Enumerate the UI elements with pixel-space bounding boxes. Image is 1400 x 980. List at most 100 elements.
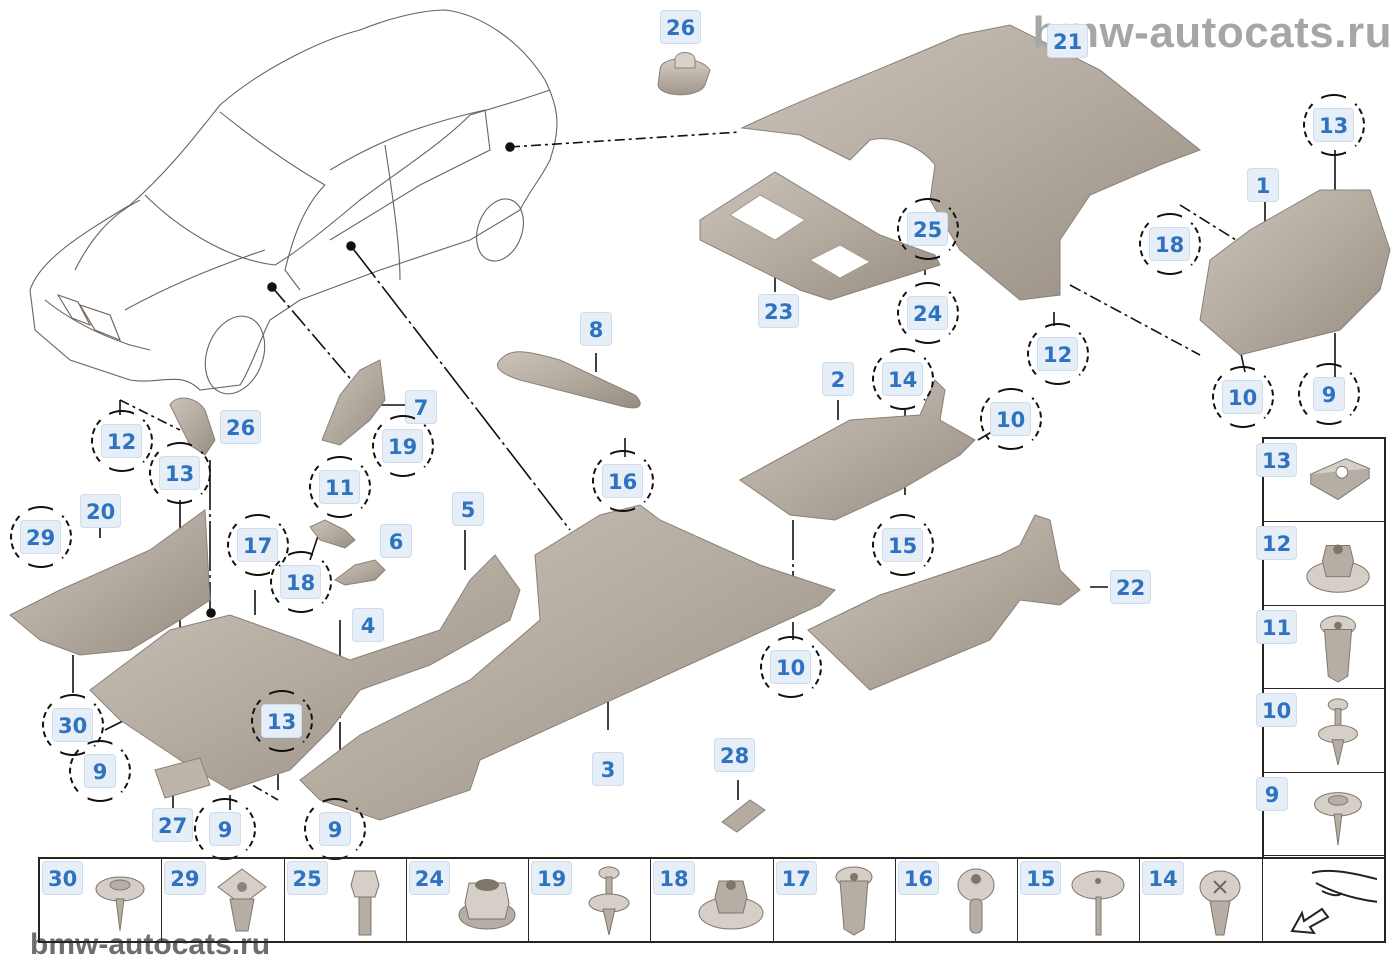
callout-24[interactable]: 24	[896, 282, 959, 344]
callout-29[interactable]: 29	[9, 506, 72, 568]
callout-18a[interactable]: 18	[269, 551, 332, 613]
car-hood-crease	[74, 199, 141, 271]
fastener-label: 10	[1256, 693, 1298, 728]
callout-10b[interactable]: 10	[759, 636, 822, 698]
callout-13c[interactable]: 13	[1302, 94, 1365, 156]
fastener-cell-15[interactable]: 15	[1018, 859, 1141, 941]
callout-26a[interactable]: 26	[660, 10, 702, 44]
fastener-cell-14[interactable]: 14	[1140, 859, 1263, 941]
fastener-cell-12[interactable]: 12	[1256, 522, 1384, 606]
part-23-cutouts	[729, 194, 872, 279]
fastener-label: 13	[1256, 443, 1298, 477]
callout-12b[interactable]: 12	[1026, 323, 1089, 385]
callout-9b[interactable]: 9	[194, 798, 256, 860]
callout-2[interactable]: 2	[822, 362, 854, 396]
fastener-cell-13[interactable]: 13	[1256, 439, 1384, 523]
fastener-cell-19[interactable]: 19	[529, 859, 652, 941]
callout-17[interactable]: 17	[226, 514, 289, 576]
callout-7[interactable]: 7	[405, 390, 437, 424]
callout-30[interactable]: 30	[41, 694, 104, 756]
callout-28[interactable]: 28	[714, 738, 756, 772]
car-windshield-line	[219, 111, 326, 186]
callout-19[interactable]: 19	[371, 415, 434, 477]
part-4-bracket	[334, 559, 386, 586]
callout-8[interactable]: 8	[580, 312, 612, 346]
part-1-rear-wheel-arch-cover	[1199, 189, 1391, 356]
fastener-table-right: 13 12 11 10 9	[1256, 437, 1386, 859]
fastener-label: 30	[42, 861, 84, 895]
fastener-cell-30[interactable]: 30	[40, 859, 163, 941]
fastener-cell-direction[interactable]	[1263, 859, 1384, 941]
leader-lines	[72, 65, 1336, 810]
callout-14[interactable]: 14	[871, 348, 934, 410]
watermark-bottom: bmw-autocats.ru	[30, 928, 271, 961]
callout-16[interactable]: 16	[591, 450, 654, 512]
callout-9c[interactable]: 9	[304, 798, 366, 860]
callout-4[interactable]: 4	[352, 608, 384, 642]
part-2-underbody-panel	[739, 379, 976, 521]
fastener-label: 18	[653, 861, 695, 895]
fastener-cell-11[interactable]: 11	[1256, 606, 1384, 690]
part-23-center-panel	[699, 171, 941, 301]
car-grille-right	[56, 293, 92, 327]
callout-21[interactable]: 21	[1047, 24, 1089, 58]
part-28-pad	[721, 799, 766, 833]
fastener-cell-18[interactable]: 18	[651, 859, 774, 941]
part-7-bracket	[321, 359, 386, 446]
callout-12a[interactable]: 12	[90, 410, 153, 472]
callout-25[interactable]: 25	[896, 198, 959, 260]
callout-20[interactable]: 20	[80, 494, 122, 528]
car-rear-wheel	[476, 198, 524, 262]
car-door-line	[384, 144, 401, 281]
callout-3[interactable]: 3	[592, 752, 624, 786]
fastener-label: 11	[1256, 609, 1298, 644]
leader-line-door	[350, 245, 571, 531]
fastener-label: 19	[531, 861, 573, 895]
fastener-cell-17[interactable]: 17	[774, 859, 896, 941]
callout-11[interactable]: 11	[308, 456, 371, 518]
fastener-label: 29	[164, 861, 206, 895]
part-5-underbody-panel	[89, 554, 521, 791]
part-26-bracket	[169, 397, 216, 456]
callout-6[interactable]: 6	[380, 524, 412, 558]
fastener-cell-16[interactable]: 16	[896, 859, 1019, 941]
car-hood-roof-line	[144, 89, 551, 266]
fastener-cell-24[interactable]: 24	[407, 859, 530, 941]
fastener-label: 17	[775, 861, 817, 895]
fastener-label: 25	[286, 861, 328, 895]
fastener-cell-9[interactable]: 9	[1256, 773, 1384, 856]
callout-13b[interactable]: 13	[250, 690, 313, 752]
callout-9a[interactable]: 9	[69, 740, 131, 802]
fastener-label: 12	[1256, 526, 1298, 561]
fastener-label: 14	[1142, 861, 1184, 895]
fastener-cell-10[interactable]: 10	[1256, 689, 1384, 773]
callout-26b[interactable]: 26	[220, 410, 262, 444]
callout-27[interactable]: 27	[152, 808, 194, 842]
part-27-pad	[154, 757, 211, 799]
callout-10a[interactable]: 10	[979, 388, 1042, 450]
leader-line-front	[271, 286, 361, 391]
fastener-cell-25[interactable]: 25	[285, 859, 407, 941]
callout-23[interactable]: 23	[758, 294, 800, 328]
part-22-underbody-panel	[807, 514, 1081, 691]
callout-18b[interactable]: 18	[1138, 213, 1201, 275]
callout-22[interactable]: 22	[1110, 570, 1152, 604]
callout-9d[interactable]: 9	[1298, 363, 1360, 425]
callout-5[interactable]: 5	[452, 492, 484, 526]
watermark-top: bmw-autocats.ru	[1032, 8, 1392, 57]
part-20-side-panel	[9, 509, 211, 656]
callout-15[interactable]: 15	[871, 514, 934, 576]
part-21-rear-underbody-panel	[740, 24, 1201, 301]
callout-10c[interactable]: 10	[1211, 366, 1274, 428]
fastener-label: 9	[1256, 776, 1288, 811]
leader-line-rear	[509, 131, 741, 148]
fastener-cell-29[interactable]: 29	[162, 859, 285, 941]
part-26-rubber-buffer	[657, 58, 711, 96]
callout-1[interactable]: 1	[1247, 168, 1279, 202]
callout-13a[interactable]: 13	[148, 442, 211, 504]
car-outline-drawing	[29, 9, 558, 395]
fastener-label: 15	[1020, 861, 1062, 895]
car-body-outline	[29, 9, 558, 391]
